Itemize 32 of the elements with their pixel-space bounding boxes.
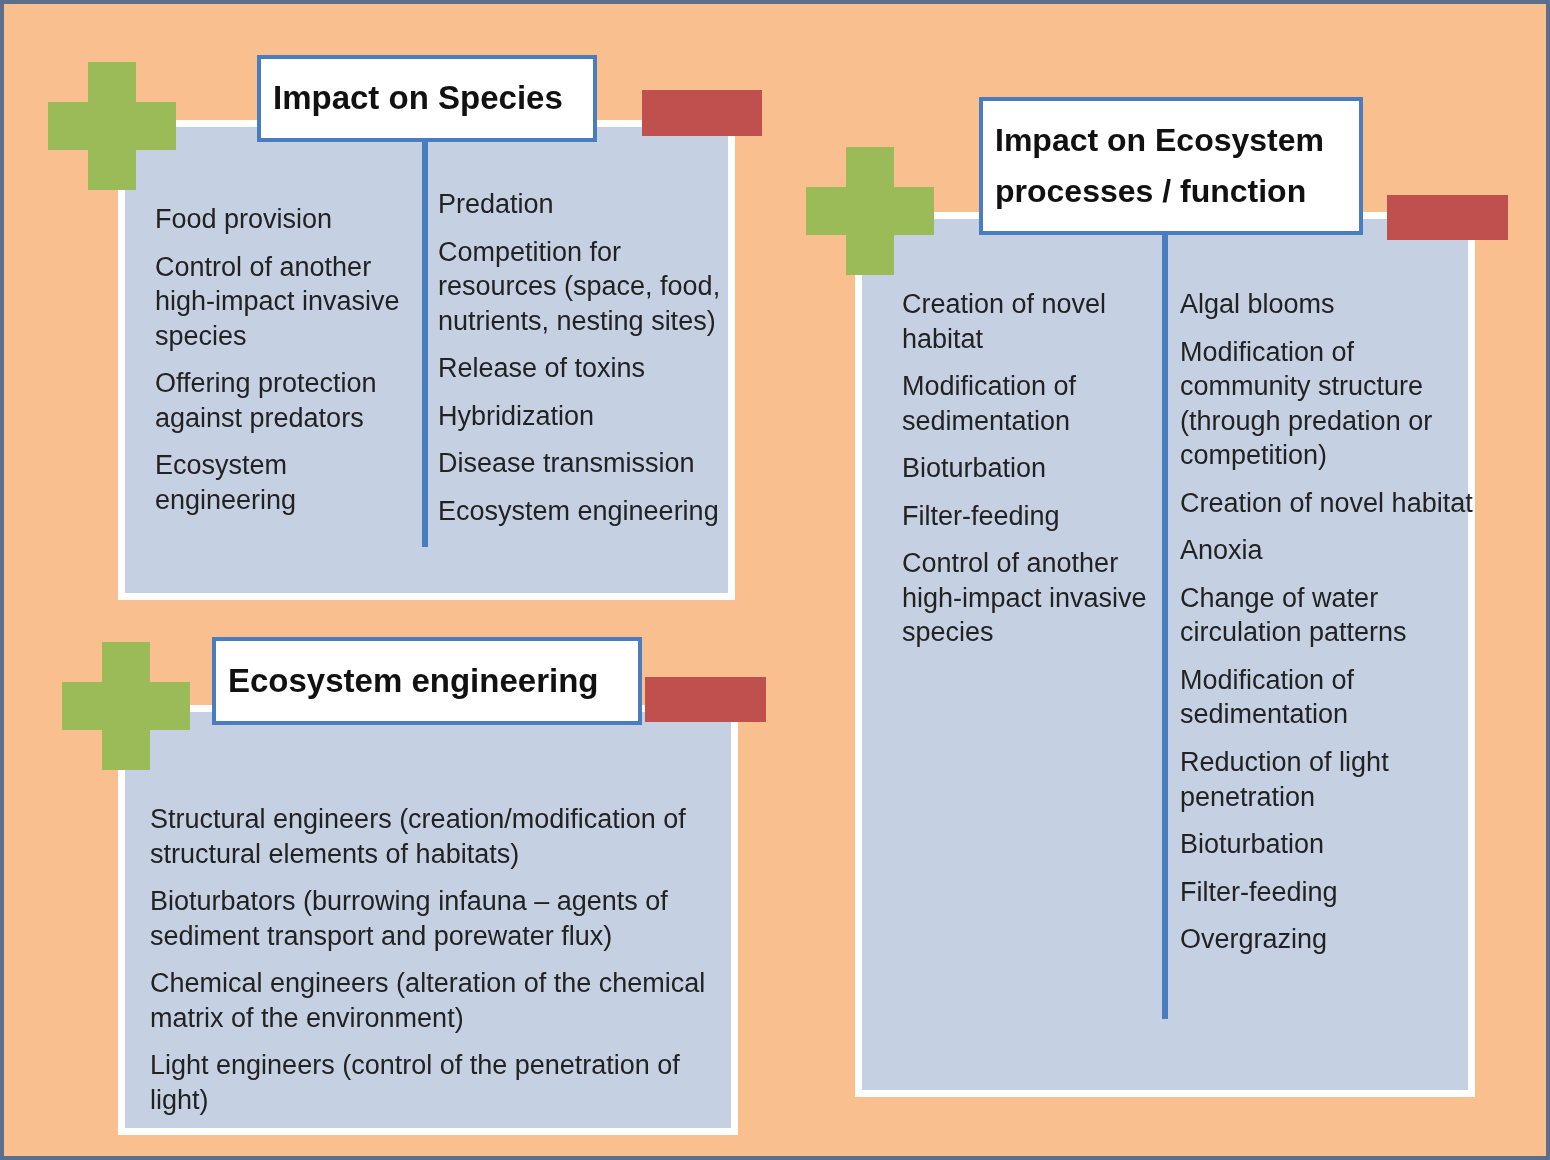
list-item: Control of another high-impact invasive species [902, 547, 1148, 650]
list-item: Food provision [155, 203, 334, 236]
list-item: Anoxia [1180, 534, 1264, 568]
list-item: Modification of community structure (through predation or competition) [1180, 335, 1434, 473]
list-item: Offering protection against predators [155, 367, 378, 435]
list-item: Filter-feeding [1180, 875, 1339, 909]
list-item: Ecosystem engineering [155, 449, 298, 517]
list-item: Competition for resources (space, food, nutrients, nesting sites) [438, 235, 722, 338]
list-item: Light engineers (control of the penetration of light) [150, 1049, 681, 1117]
list-item: Modification of sedimentation [1180, 663, 1356, 732]
panel-title: Impact on Species [257, 55, 597, 142]
list-item: Bioturbation [1180, 828, 1326, 862]
list-item: Bioturbators (burrowing infauna – agents of sediment transport and porewater flux) [150, 885, 669, 953]
list-item: Bioturbation [902, 452, 1048, 486]
list-item: Creation of novel habitat [1180, 486, 1474, 520]
list-item: Algal blooms [1180, 288, 1336, 321]
panel-title: Impact on Ecosystem processes / function [979, 97, 1363, 235]
list-item: Control of another high-impact invasive species [155, 250, 401, 353]
list-item: Reduction of light penetration [1180, 746, 1390, 814]
list-item: Change of water circulation patterns [1180, 581, 1408, 650]
panel-title: Ecosystem engineering [212, 637, 642, 725]
list-item: Modification of sedimentation [902, 370, 1078, 438]
list-item: Predation [438, 188, 555, 221]
list-item: Chemical engineers (alteration of the chemical matrix of the environment) [150, 967, 707, 1035]
list-item: Creation of novel habitat [902, 288, 1108, 356]
list-item: Hybridization [438, 399, 596, 433]
list-item: Release of toxins [438, 352, 647, 386]
list-item: Overgrazing [1180, 923, 1329, 957]
list-item: Filter-feeding [902, 499, 1061, 533]
list-item: Ecosystem engineering [438, 494, 720, 528]
list-item: Disease transmission [438, 447, 696, 481]
list-item: Structural engineers (creation/modification of structural elements of habitats) [150, 803, 687, 871]
